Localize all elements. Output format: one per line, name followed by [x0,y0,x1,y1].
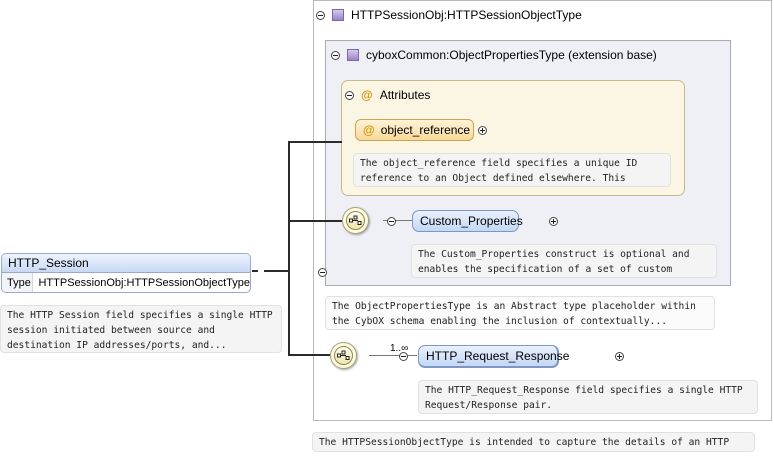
sequence-compositor-icon [334,346,353,365]
complex-type-doc: The HTTPSessionObjectType is intended to… [312,432,755,452]
type-value: HTTPSessionObj:HTTPSessionObjectType [38,277,250,289]
multiplicity-label: 1..∞ [390,343,409,354]
sequence-compositor[interactable] [330,342,357,369]
attribute-doc: The object_reference field specifies a u… [353,153,671,187]
collapse-icon[interactable] [317,268,327,277]
attributes-header: @ Attributes [345,88,430,102]
element-custom-properties[interactable]: Custom_Properties [412,210,523,232]
attribute-icon: @ [361,88,373,102]
extension-header: cyboxCommon:ObjectPropertiesType (extens… [331,48,657,62]
complex-type-header: HTTPSessionObj:HTTPSessionObjectType [316,8,582,22]
attribute-object-reference[interactable]: @ object_reference [355,119,474,141]
sequence-compositor-icon [346,211,365,230]
collapse-icon[interactable] [331,50,340,60]
expand-icon[interactable] [478,126,487,135]
collapse-icon[interactable] [345,90,354,100]
expand-icon[interactable] [615,352,624,361]
element-name: HTTP_Session [2,254,250,273]
sequence-compositor[interactable] [342,207,369,234]
attribute-icon: @ [363,123,375,137]
extension-name: cyboxCommon:ObjectPropertiesType (extens… [366,48,657,62]
attribute-name: object_reference [380,123,471,137]
type-icon [347,49,359,61]
complex-type-name: HTTPSessionObj:HTTPSessionObjectType [351,8,582,22]
expand-icon[interactable] [549,217,558,226]
collapse-icon[interactable] [386,217,396,226]
element-type-row: Type HTTPSessionObj:HTTPSessionObjectTyp… [2,273,250,292]
collapse-icon[interactable] [316,10,325,20]
type-icon [332,9,344,21]
attributes-label: Attributes [379,88,431,102]
type-label: Type [2,273,34,292]
extension-doc: The ObjectPropertiesType is an Abstract … [325,296,715,330]
custom-properties-doc: The Custom_Properties construct is optio… [411,244,717,278]
http-session-doc: The HTTP Session field specifies a singl… [0,305,282,353]
element-http-request-response[interactable]: HTTP_Request_Response [418,345,569,368]
element-http-session[interactable]: HTTP_Session Type HTTPSessionObj:HTTPSes… [1,253,251,293]
collapse-icon[interactable] [398,352,408,361]
request-response-doc: The HTTP_Request_Response field specifie… [418,380,758,414]
